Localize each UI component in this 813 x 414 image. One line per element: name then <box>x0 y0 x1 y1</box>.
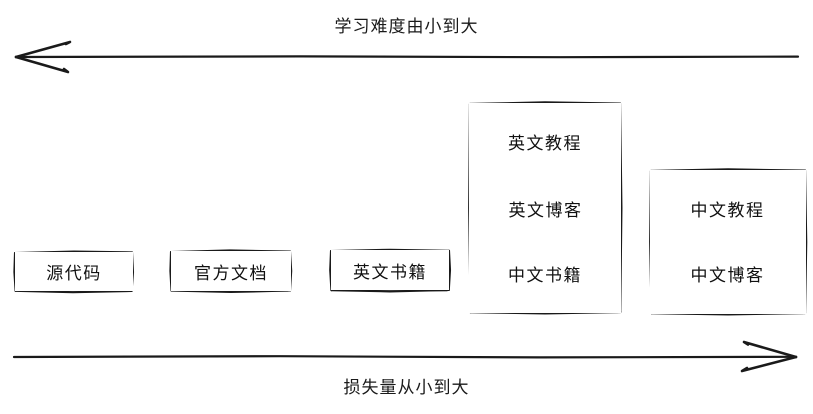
top-axis-label: 学习难度由小到大 <box>334 17 479 37</box>
node-source-code[interactable]: 源代码 <box>15 252 133 291</box>
group-chinese[interactable]: 中文教程 中文博客 <box>650 170 806 314</box>
node-english-tutorials[interactable]: 英文教程 <box>488 124 602 158</box>
bottom-axis-line <box>12 355 798 359</box>
node-chinese-books[interactable]: 中文书籍 <box>488 255 602 291</box>
node-english-books[interactable]: 英文书籍 <box>331 250 449 290</box>
node-chinese-blogs[interactable]: 中文博客 <box>666 255 789 291</box>
node-chinese-tutorials[interactable]: 中文教程 <box>666 191 789 225</box>
top-axis-line <box>14 55 800 59</box>
arrow-right-icon <box>740 340 798 373</box>
node-official-docs[interactable]: 官方文档 <box>171 251 291 291</box>
node-english-blogs[interactable]: 英文博客 <box>488 191 603 225</box>
bottom-axis-label: 损失量从小到大 <box>343 378 470 398</box>
group-english-mixed[interactable]: 英文教程 英文博客 中文书籍 <box>469 103 621 313</box>
arrow-left-icon <box>14 40 72 74</box>
